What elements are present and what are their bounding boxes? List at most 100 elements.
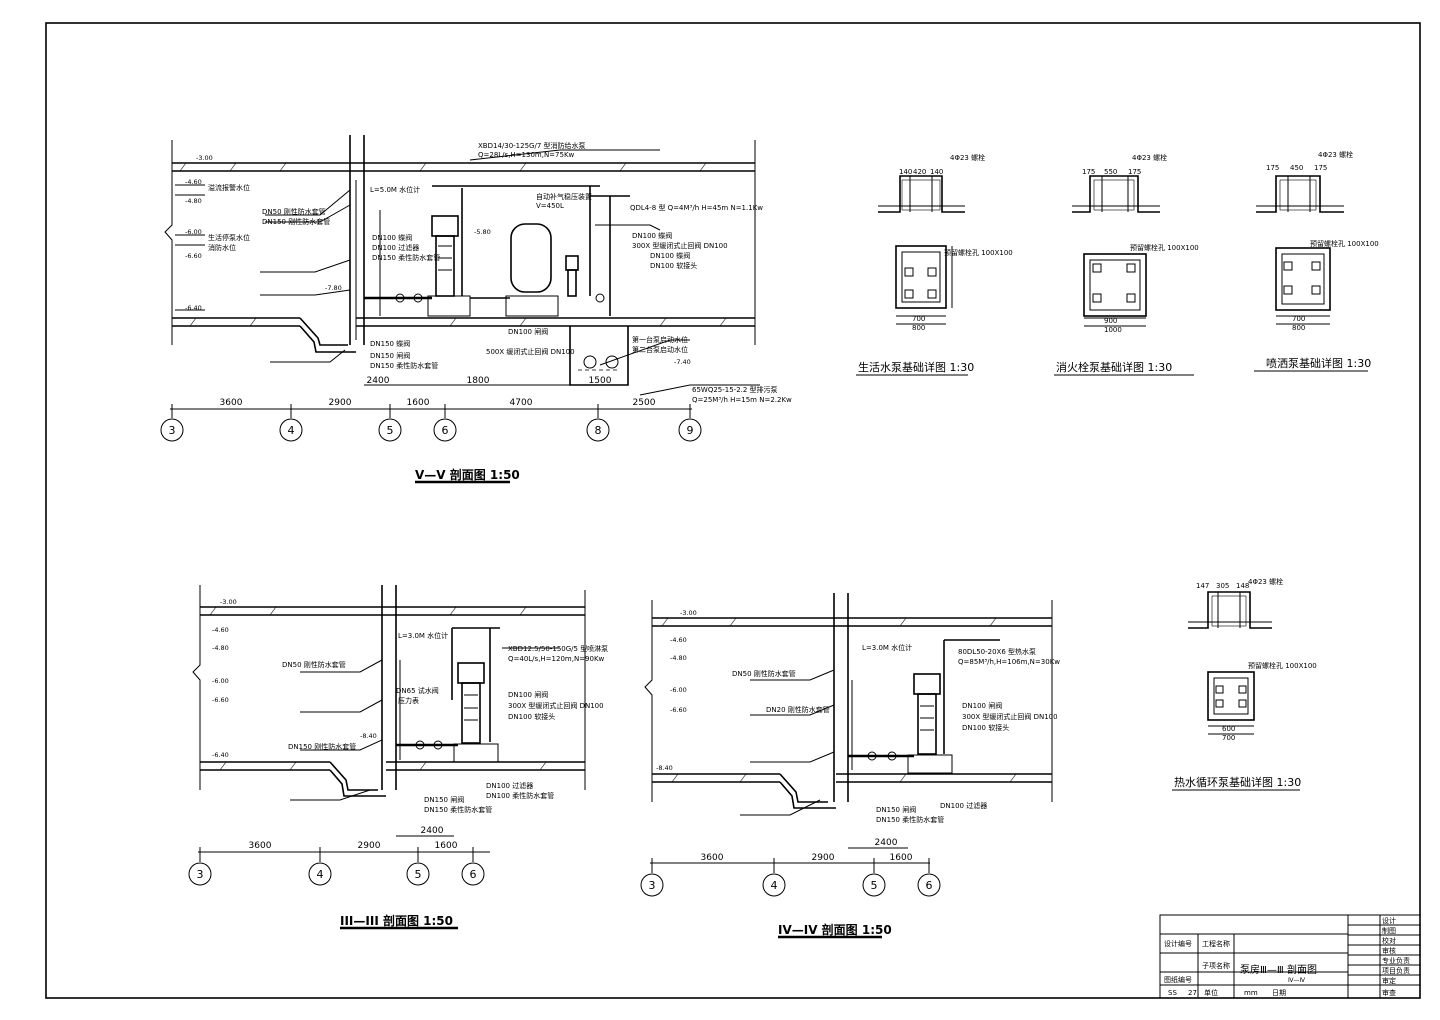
subdim-v-1: 2400 xyxy=(367,376,390,386)
section-v-title: V—V 剖面图 1:50 xyxy=(415,467,520,482)
dim-iii-3: 1600 xyxy=(435,841,458,851)
tb-sheet-code: SS xyxy=(1168,989,1177,997)
dim-iv-2: 2900 xyxy=(812,853,835,863)
note-iv-7: DN150 柔性防水套管 xyxy=(876,815,944,824)
note-iv-1: Q=85M³/h,H=106m,N=30Kw xyxy=(958,658,1060,666)
note-iii-3: 300X 型缓闭式止回阀 DN100 xyxy=(508,701,604,710)
level-iv-2: -4.80 xyxy=(670,654,687,662)
note-iv-9: DN20 刚性防水套管 xyxy=(766,705,830,714)
note-v-24: 溢流报警水位 xyxy=(208,183,250,192)
note-v-13: DN150 柔性防水套管 xyxy=(370,361,438,370)
level-v-5: -6.40 xyxy=(185,304,202,312)
note-v-9: DN100 蝶阀 xyxy=(372,233,412,242)
subdim-v-2: 1800 xyxy=(467,376,490,386)
detail-1-note: 4Φ23 螺栓 xyxy=(950,153,985,162)
level-iii-4: -6.60 xyxy=(212,696,229,704)
foundation-detail-4: 147 305 148 600 700 4Φ23 螺栓 预留螺栓孔 100X10… xyxy=(1172,577,1317,791)
section-iii-iii: 3 4 5 6 3600 2900 1600 2400 XBD12.5/50-1… xyxy=(188,585,608,930)
note-iv-5: DN100 过滤器 xyxy=(940,801,987,810)
dim-iv-3: 1600 xyxy=(890,853,913,863)
note-iv-6: DN150 闸阀 xyxy=(876,805,916,814)
tb-sign-1: 制图 xyxy=(1382,926,1396,935)
axis-v-3: 3 xyxy=(169,424,176,437)
tb-label-design-no: 设计编号 xyxy=(1164,939,1192,948)
level-v-4: -6.60 xyxy=(185,252,202,260)
level-iii-3: -6.00 xyxy=(212,677,229,685)
note-iii-7: DN150 柔性防水套管 xyxy=(424,805,492,814)
note-v-11: DN150 柔性防水套管 xyxy=(372,253,440,262)
detail-2-dim-3: 900 xyxy=(1104,317,1117,325)
note-iv-0: 80DL50-20X6 型热水泵 xyxy=(958,647,1036,656)
dim-iii-1: 3600 xyxy=(249,841,272,851)
detail-4-dim-1: 305 xyxy=(1216,582,1229,590)
note-iii-2: DN100 闸阀 xyxy=(508,690,548,699)
tb-sign-2: 校对 xyxy=(1382,936,1396,945)
detail-1-note2: 预留螺栓孔 100X100 xyxy=(944,248,1013,257)
note-v-4: QDL4-8 型 Q=4M³/h H=45m N=1.1Kw xyxy=(630,203,763,212)
level-iii-2: -4.80 xyxy=(212,644,229,652)
note-iii-1: Q=40L/s,H=120m,N=90Kw xyxy=(508,655,605,663)
detail-2-dim-1: 550 xyxy=(1104,168,1117,176)
note-iv-2: DN100 闸阀 xyxy=(962,701,1002,710)
detail-4-note: 4Φ23 螺栓 xyxy=(1248,577,1283,586)
note-iii-12: 压力表 xyxy=(398,696,419,705)
axis-iii-6: 6 xyxy=(470,868,477,881)
note-iii-8: DN50 刚性防水套管 xyxy=(282,660,346,669)
level-iii-0: -3.00 xyxy=(220,598,237,606)
dim-v-1: 3600 xyxy=(220,398,243,408)
tb-label-subitem: 子项名称 xyxy=(1202,961,1230,970)
axis-iii-4: 4 xyxy=(317,868,324,881)
detail-2-dim-4: 1000 xyxy=(1104,326,1122,334)
axis-iii-3: 3 xyxy=(197,868,204,881)
detail-4-title: 热水循环泵基础详图 1:30 xyxy=(1174,775,1301,789)
detail-2-title: 消火栓泵基础详图 1:30 xyxy=(1056,360,1172,374)
tb-sign-0: 设计 xyxy=(1382,916,1396,925)
detail-4-dim-2: 148 xyxy=(1236,582,1249,590)
level-v-0: -3.00 xyxy=(196,154,213,162)
dim-v-2: 2900 xyxy=(329,398,352,408)
tb-unit: mm xyxy=(1244,989,1258,997)
note-iii-13: DN100 柔性防水套管 xyxy=(486,791,554,800)
detail-1-dim-3: 700 xyxy=(912,315,925,323)
detail-1-dim-1: 420 xyxy=(913,168,926,176)
detail-4-dim-3: 600 xyxy=(1222,725,1235,733)
level-iii-5: -6.40 xyxy=(212,751,229,759)
level-iv-3: -6.00 xyxy=(670,686,687,694)
tb-sign-4: 专业负责 xyxy=(1382,956,1410,965)
note-v-23: L=5.0M 水位计 xyxy=(370,185,420,194)
level-iv-1: -4.60 xyxy=(670,636,687,644)
detail-2-note: 4Φ23 螺栓 xyxy=(1132,153,1167,162)
dim-iii-2: 2900 xyxy=(358,841,381,851)
axis-iii-5: 5 xyxy=(415,868,422,881)
detail-4-note2: 预留螺栓孔 100X100 xyxy=(1248,661,1317,670)
note-v-15: DN150 蝶阀 xyxy=(370,339,410,348)
detail-2-dim-0: 175 xyxy=(1082,168,1095,176)
tb-sign-6: 审定 xyxy=(1382,976,1396,985)
detail-3-title: 喷洒泵基础详图 1:30 xyxy=(1266,356,1371,370)
detail-3-dim-1: 450 xyxy=(1290,164,1303,172)
note-v-12: DN150 闸阀 xyxy=(370,351,410,360)
detail-3-dim-3: 700 xyxy=(1292,315,1305,323)
section-v-v: 3 4 5 6 8 9 3600 2900 1600 4700 2500 240… xyxy=(160,135,792,484)
note-iv-8: DN50 刚性防水套管 xyxy=(732,669,796,678)
note-v-20: Q=25M³/h H=15m N=2.2Kw xyxy=(692,396,792,404)
detail-2-dim-2: 175 xyxy=(1128,168,1141,176)
tb-sheet-no: 27 xyxy=(1188,989,1197,997)
level-v-8: -7.40 xyxy=(674,358,691,366)
axis-v-6: 6 xyxy=(442,424,449,437)
subdim-iv-1: 2400 xyxy=(875,838,898,848)
section-iv-title: IV—IV 剖面图 1:50 xyxy=(778,922,892,937)
detail-1-dim-2: 140 xyxy=(930,168,943,176)
section-iv-iv: 3 4 5 6 3600 2900 1600 2400 80DL50-20X6 … xyxy=(640,593,1060,939)
note-iii-5: DN100 过滤器 xyxy=(486,781,533,790)
note-v-5: DN100 蝶阀 xyxy=(632,231,672,240)
note-v-18: DN150 刚性防水套管 xyxy=(262,217,330,226)
note-v-7: DN100 蝶阀 xyxy=(650,251,690,260)
note-v-6: 300X 型缓闭式止回阀 DN100 xyxy=(632,241,728,250)
detail-3-dim-0: 175 xyxy=(1266,164,1279,172)
dim-iv-1: 3600 xyxy=(701,853,724,863)
note-v-21: 第一台泵启动水位 xyxy=(632,335,688,344)
axis-v-4: 4 xyxy=(288,424,295,437)
detail-4-dim-4: 700 xyxy=(1222,734,1235,742)
